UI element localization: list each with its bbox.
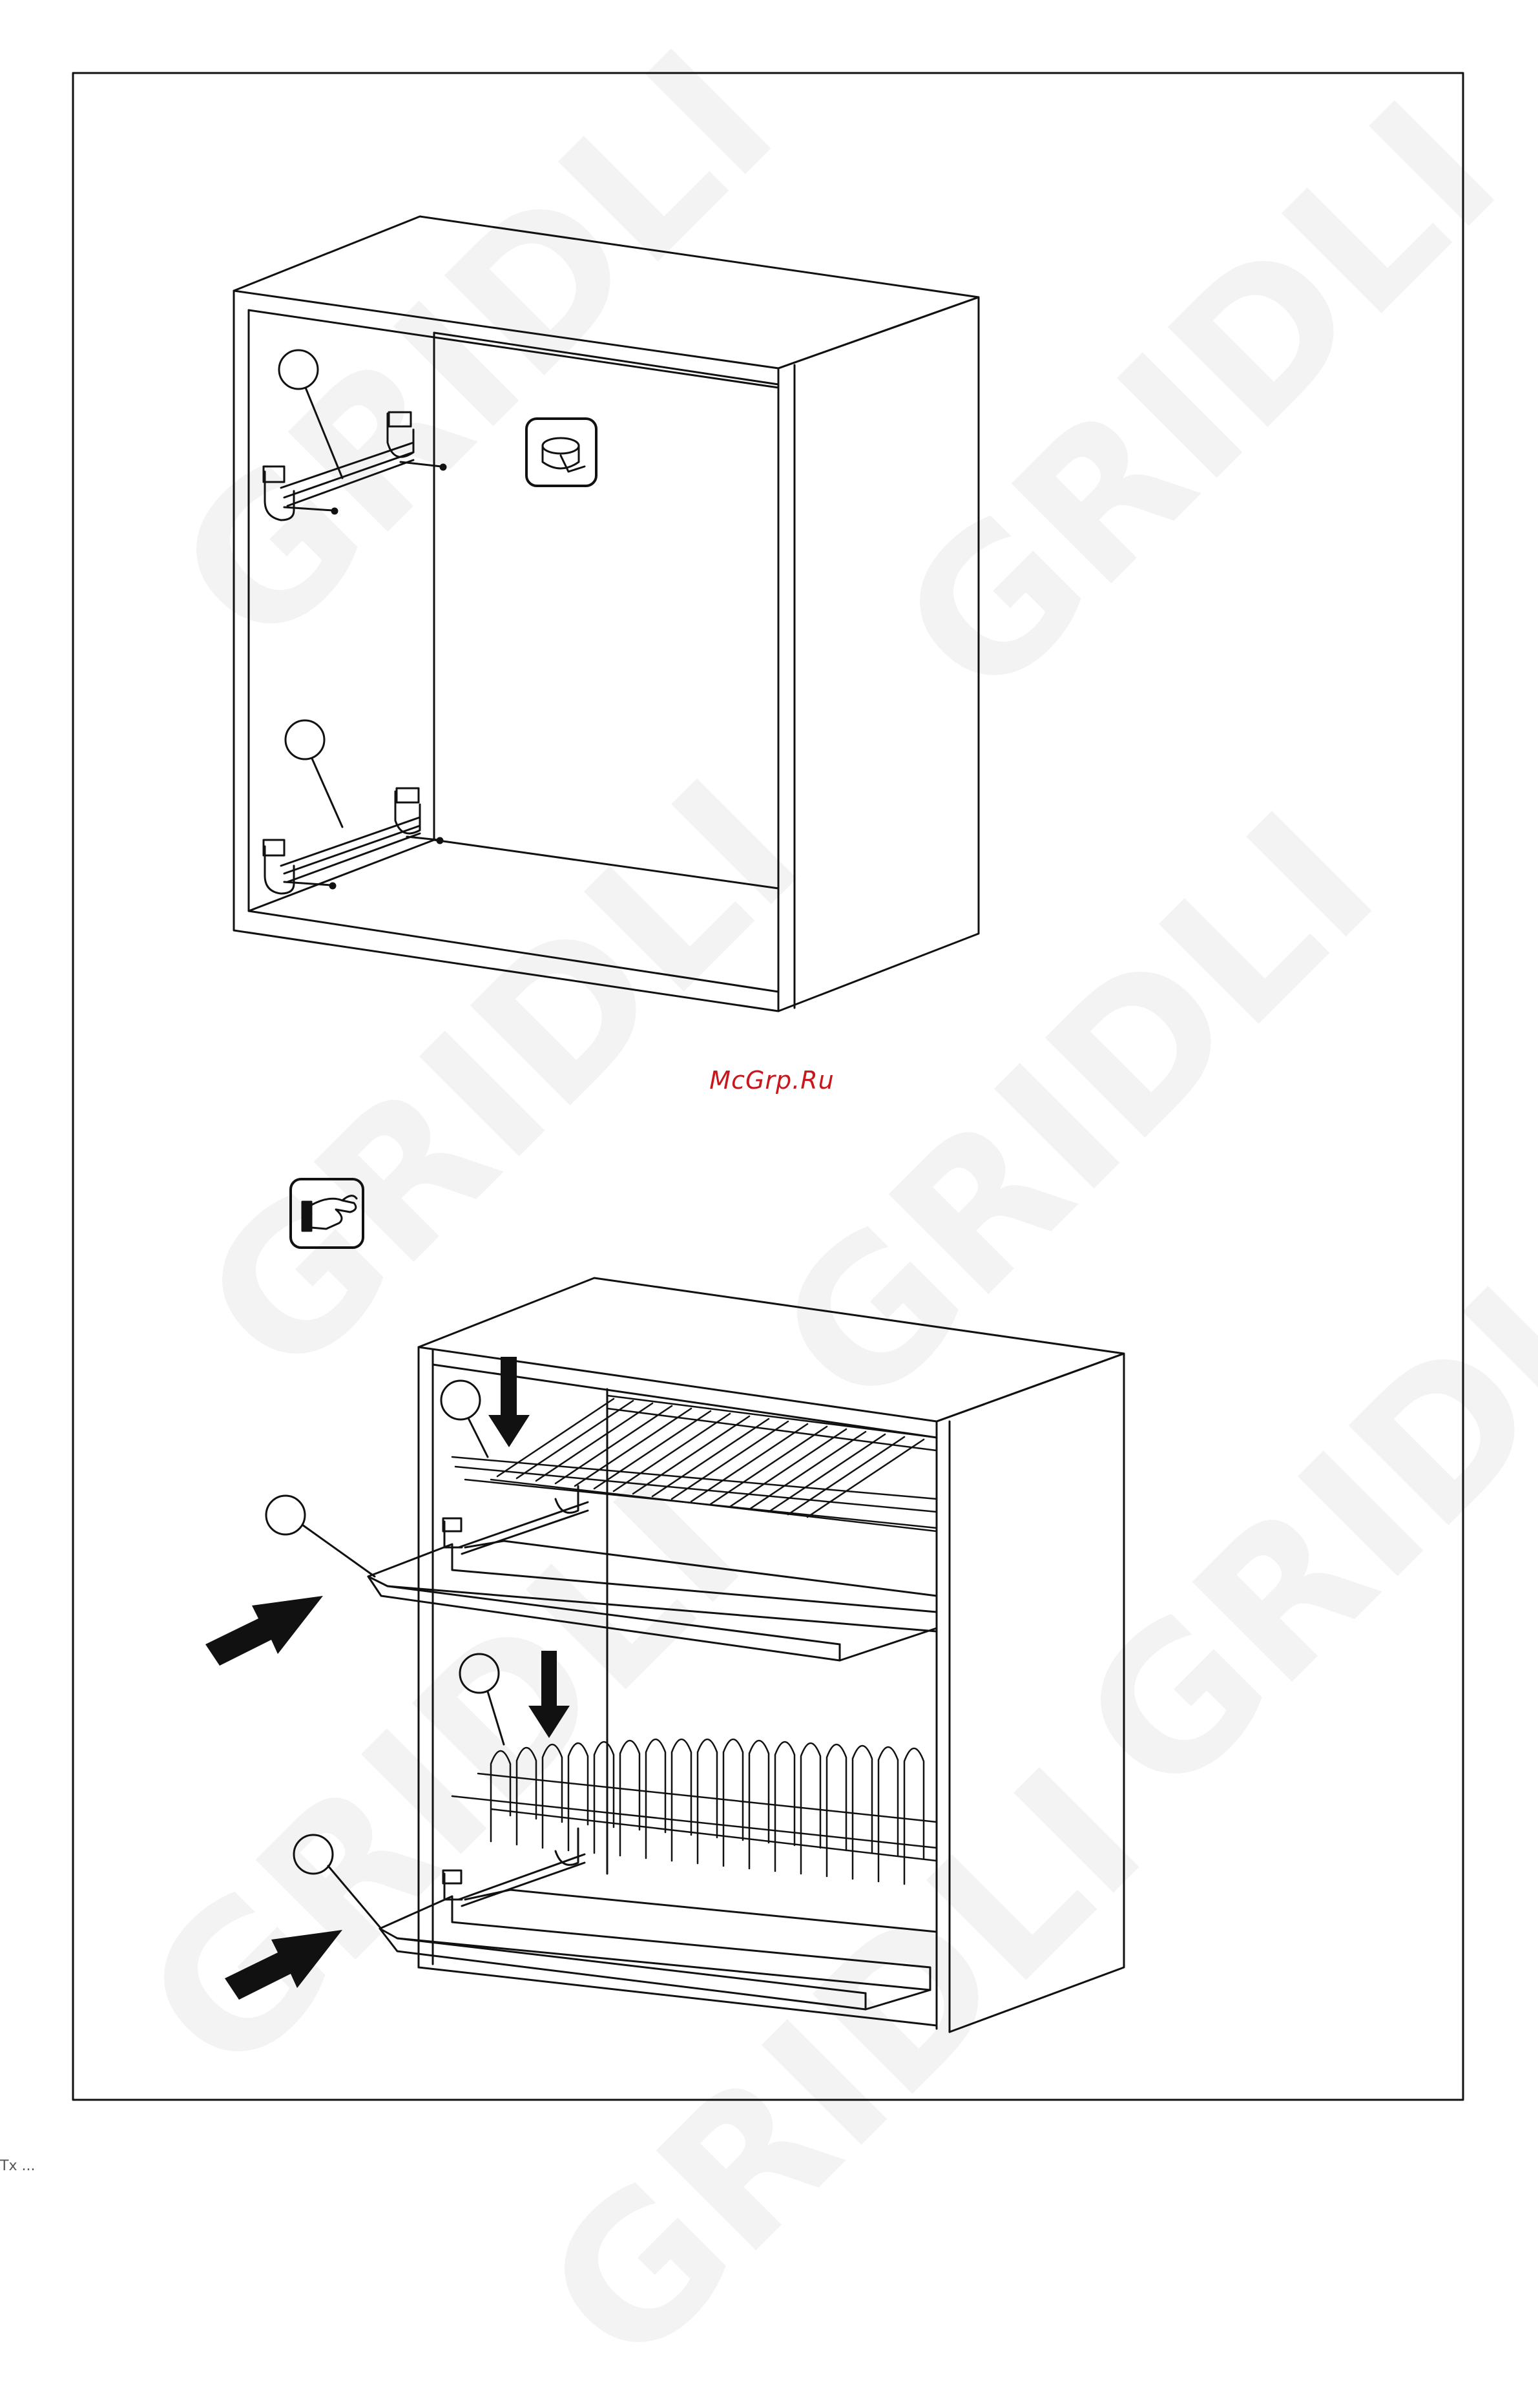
upper-tray — [368, 1541, 937, 1660]
arrow-icon — [225, 1930, 342, 2000]
upper-rack-wires — [497, 1399, 924, 1517]
site-label[interactable]: McGrp.Ru — [707, 1066, 837, 1094]
arrow-icon — [528, 1651, 570, 1738]
bottom-cabinet — [419, 1278, 1124, 2032]
lower-rack — [452, 1739, 937, 1884]
hand-press-icon — [291, 1179, 363, 1248]
top-cabinet — [234, 216, 979, 1011]
lower-bracket — [264, 720, 442, 894]
plate-wires — [491, 1739, 924, 1884]
arrow-icon — [205, 1596, 323, 1666]
tape-measure-icon — [526, 419, 596, 486]
arrows — [205, 1357, 570, 2000]
lower-tray — [380, 1890, 937, 2009]
arrow-icon — [488, 1357, 530, 1447]
upper-bracket — [264, 350, 446, 520]
instruction-page: GRIDLI GRIDLI GRIDLI GRIDLI GRIDLI GRIDL… — [0, 0, 1538, 2177]
bottom-callouts — [266, 1381, 504, 1929]
footer-text: Тх ... — [0, 2158, 35, 2174]
